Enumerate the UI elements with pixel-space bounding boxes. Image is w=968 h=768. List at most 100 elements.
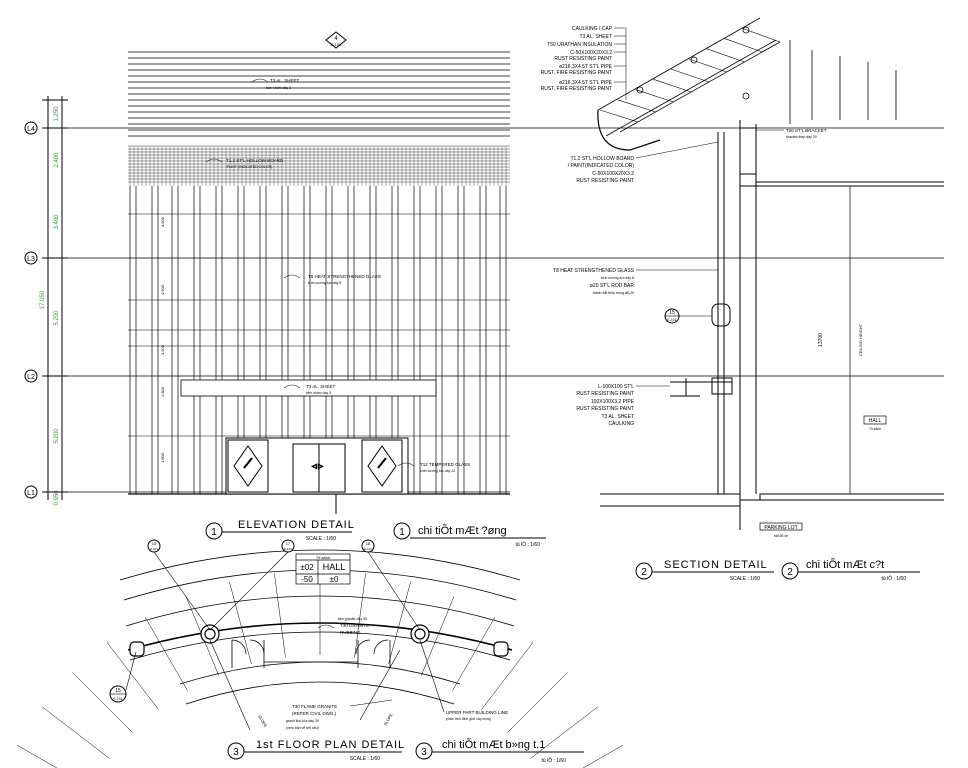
svg-text:T12 TEMPERED GLASS: T12 TEMPERED GLASS bbox=[420, 462, 470, 467]
svg-text:/PAINT (INDICATED COLOR): /PAINT (INDICATED COLOR) bbox=[226, 165, 272, 169]
svg-text:1.800: 1.800 bbox=[160, 386, 165, 397]
svg-text:15: 15 bbox=[669, 310, 675, 316]
section-top-leaders bbox=[614, 27, 627, 100]
svg-text:T3 AL. SHEET: T3 AL. SHEET bbox=[306, 384, 336, 389]
plan-radial bbox=[42, 706, 110, 759]
svg-text:T20 ST'L BRACKET: T20 ST'L BRACKET bbox=[786, 128, 827, 133]
slope-left: SLOPE bbox=[257, 714, 268, 728]
svg-text:100X100X3.2 PIPE: 100X100X3.2 PIPE bbox=[591, 399, 635, 405]
svg-text:±0: ±0 bbox=[330, 575, 339, 584]
svg-text:C-50X100X20X3.2: C-50X100X20X3.2 bbox=[592, 171, 634, 177]
svg-text:/ PAINT(INDICATED COLOR): / PAINT(INDICATED COLOR) bbox=[568, 163, 635, 169]
plan-radial bbox=[16, 744, 58, 768]
level-marker-l3: L3 bbox=[24, 251, 38, 265]
elevation-leaders bbox=[205, 78, 415, 467]
svg-text:5.200: 5.200 bbox=[54, 310, 60, 326]
parking-tag: PARKING LOT bãi đỗ xe bbox=[759, 522, 803, 538]
truss-diagonal bbox=[635, 89, 674, 103]
svg-text:ø20 ST'L ROD BAR: ø20 ST'L ROD BAR bbox=[590, 283, 635, 289]
svg-text:RUST, FIRE RESISTING PAINT: RUST, FIRE RESISTING PAINT bbox=[541, 70, 612, 76]
svg-text:L1: L1 bbox=[27, 490, 35, 497]
svg-text:kính cường lực dày 8: kính cường lực dày 8 bbox=[601, 276, 634, 280]
plan-radial bbox=[421, 596, 455, 676]
svg-text:tû lÖ : 1/60: tû lÖ : 1/60 bbox=[882, 575, 907, 582]
svg-text:SECTION DETAIL: SECTION DETAIL bbox=[664, 559, 768, 571]
section-glass-labels: T8 HEAT STRENGTHENED GLASS kính cường lự… bbox=[553, 268, 718, 295]
svg-text:E-101: E-101 bbox=[150, 547, 158, 551]
section-height: 13700 bbox=[818, 333, 824, 347]
truss-diagonal bbox=[742, 27, 781, 43]
plan-radial bbox=[274, 572, 286, 658]
level-markers: L4 L3 L2 L1 bbox=[24, 121, 38, 499]
svg-text:4: 4 bbox=[334, 36, 338, 42]
svg-text:chi tiÕt mÆt b»ng t.1: chi tiÕt mÆt b»ng t.1 bbox=[442, 738, 545, 751]
svg-text:7/t sảnh: 7/t sảnh bbox=[316, 555, 330, 560]
svg-text:PARKING LOT: PARKING LOT bbox=[764, 525, 797, 531]
svg-text:E-101: E-101 bbox=[331, 42, 342, 47]
plan-granite-note: tấm granite dày 30 T30 GRANITE RUBBING bbox=[317, 617, 369, 635]
svg-text:RUST RESISTING PAINT: RUST RESISTING PAINT bbox=[576, 391, 634, 397]
svg-text:UPPER PART BUILDING LINE: UPPER PART BUILDING LINE bbox=[446, 710, 508, 715]
truss-diagonal bbox=[653, 79, 692, 93]
elevation-top-marker: 4 E-101 bbox=[325, 31, 347, 49]
svg-text:-50: -50 bbox=[301, 575, 313, 584]
truss-diagonal bbox=[671, 68, 709, 83]
svg-text:T30 FLAME GRANITE: T30 FLAME GRANITE bbox=[292, 704, 337, 709]
svg-text:SCALE : 1/60: SCALE : 1/60 bbox=[730, 576, 761, 582]
svg-text:3: 3 bbox=[421, 747, 427, 758]
svg-text:tấm granite dày 30: tấm granite dày 30 bbox=[338, 617, 367, 621]
plan-upper-note: UPPER PART BUILDING LINE phần trên đỉnh … bbox=[446, 710, 508, 721]
svg-text:2: 2 bbox=[641, 567, 647, 578]
svg-text:ø216.3X4.5T ST'L PIPE: ø216.3X4.5T ST'L PIPE bbox=[559, 80, 613, 86]
svg-text:0.950: 0.950 bbox=[54, 490, 60, 506]
plan-radial bbox=[229, 581, 252, 665]
plan-marker-16: 16 E-101 bbox=[147, 539, 161, 553]
svg-text:16: 16 bbox=[152, 541, 157, 546]
svg-text:3.400: 3.400 bbox=[54, 214, 60, 230]
plan-radial bbox=[72, 672, 133, 733]
svg-text:E-101: E-101 bbox=[364, 547, 372, 551]
svg-text:T1.2 ST'L HOLLOW BOARD: T1.2 ST'L HOLLOW BOARD bbox=[570, 156, 634, 162]
svg-text:CAULKING / CAP: CAULKING / CAP bbox=[572, 26, 613, 32]
svg-text:E-101: E-101 bbox=[667, 318, 676, 322]
svg-text:tû lÖ : 1/60: tû lÖ : 1/60 bbox=[516, 541, 541, 548]
svg-text:bãi đỗ xe: bãi đỗ xe bbox=[774, 533, 788, 538]
section-top-labels: CAULKING / CAP T3 AL. SHEET T50 URATHAN … bbox=[541, 26, 613, 92]
svg-text:1.800: 1.800 bbox=[160, 452, 165, 463]
elevation-title: 1 ELEVATION DETAIL SCALE : 1/60 1 chi ti… bbox=[205, 519, 546, 548]
svg-text:2: 2 bbox=[787, 567, 793, 578]
svg-text:(REFER CIVIL DWG.): (REFER CIVIL DWG.) bbox=[292, 711, 337, 716]
plan-radial bbox=[481, 642, 534, 710]
section-marker: 15 E-101 bbox=[664, 308, 712, 324]
svg-text:L-100X100 ST'L: L-100X100 ST'L bbox=[598, 384, 634, 390]
svg-text:±02: ±02 bbox=[300, 563, 314, 572]
section-column bbox=[670, 120, 944, 494]
plan-radial bbox=[582, 744, 624, 768]
truss-diagonal bbox=[688, 58, 727, 73]
svg-text:15: 15 bbox=[115, 688, 121, 694]
svg-text:tû lÖ : 1/60: tû lÖ : 1/60 bbox=[542, 757, 567, 764]
plan-marker-15: 15 E-101 bbox=[109, 685, 127, 703]
svg-text:1st FLOOR PLAN DETAIL: 1st FLOOR PLAN DETAIL bbox=[256, 739, 405, 751]
svg-text:2.400: 2.400 bbox=[54, 152, 60, 168]
svg-text:E-101: E-101 bbox=[284, 547, 292, 551]
level-marker-l1: L1 bbox=[24, 485, 38, 499]
plan-markers: 16 E-101 17 E-101 18 E-101 15 E-101 bbox=[109, 539, 375, 703]
plan-radial bbox=[106, 642, 159, 710]
plan-radial bbox=[530, 706, 598, 759]
svg-text:phần trên đỉnh giới xây dựng: phần trên đỉnh giới xây dựng bbox=[446, 717, 491, 721]
truss-diagonal bbox=[617, 99, 656, 113]
svg-text:CAULKING: CAULKING bbox=[608, 421, 634, 427]
plan-level-text: 7/t sảnh HALL ±02 -50 ±0 bbox=[300, 555, 345, 584]
elevation-al-sheet-band bbox=[180, 379, 437, 397]
svg-text:RUST RESISTING PAINT: RUST RESISTING PAINT bbox=[576, 406, 634, 412]
plan-radial bbox=[354, 572, 366, 658]
plan-radial bbox=[452, 616, 496, 691]
elevation-roof-lines bbox=[128, 51, 510, 137]
slope-right: SLOPE bbox=[383, 712, 394, 726]
svg-text:T3 AL. SHEET: T3 AL. SHEET bbox=[601, 414, 634, 420]
svg-text:granit khò lửa dày 30: granit khò lửa dày 30 bbox=[286, 719, 319, 723]
plan-radials bbox=[16, 570, 624, 768]
svg-text:4.900: 4.900 bbox=[160, 284, 165, 295]
